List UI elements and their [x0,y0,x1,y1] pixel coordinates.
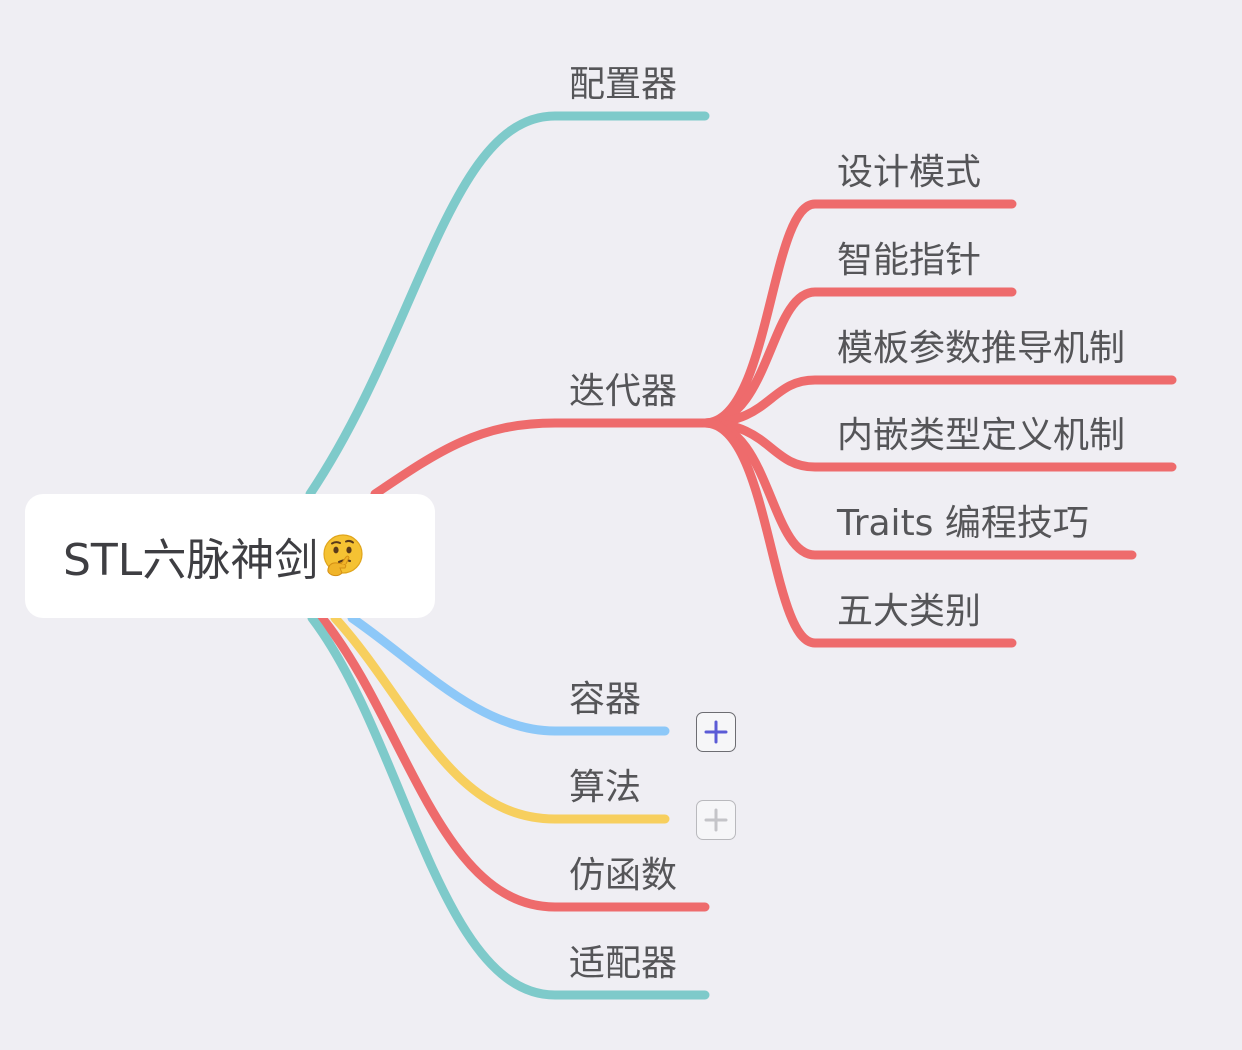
plus-icon [704,720,728,744]
plus-icon [704,808,728,832]
root-topic-label: STL六脉神剑 [63,535,319,586]
edge-root-allocator [305,111,710,499]
topic-container[interactable]: 容器 [569,679,642,720]
root-topic[interactable]: STL六脉神剑 [25,494,435,618]
edge-root-container [347,613,670,736]
edge-root-functor [317,613,710,912]
topic-functor[interactable]: 仿函数 [569,855,678,896]
subtopic-design-pattern[interactable]: 设计模式 [837,152,982,193]
edge-root-iterator [370,418,710,499]
edge-root-algorithm [330,613,670,824]
subtopic-template-deduction[interactable]: 模板参数推导机制 [837,328,1126,369]
subtopic-nested-typedef[interactable]: 内嵌类型定义机制 [837,415,1126,456]
topic-iterator[interactable]: 迭代器 [569,371,678,412]
topic-algorithm[interactable]: 算法 [569,767,642,808]
edge-root-adapter [307,613,710,1000]
topic-allocator[interactable]: 配置器 [569,64,678,105]
edge-iterator-five-categories [700,418,1017,648]
thinking-face-icon [323,534,363,577]
topic-adapter[interactable]: 适配器 [569,943,678,984]
expand-container-button[interactable] [696,712,736,752]
subtopic-five-categories[interactable]: 五大类别 [837,591,982,632]
expand-algorithm-button[interactable] [696,800,736,840]
subtopic-smart-pointer[interactable]: 智能指针 [837,240,982,281]
subtopic-traits[interactable]: Traits 编程技巧 [837,503,1089,544]
